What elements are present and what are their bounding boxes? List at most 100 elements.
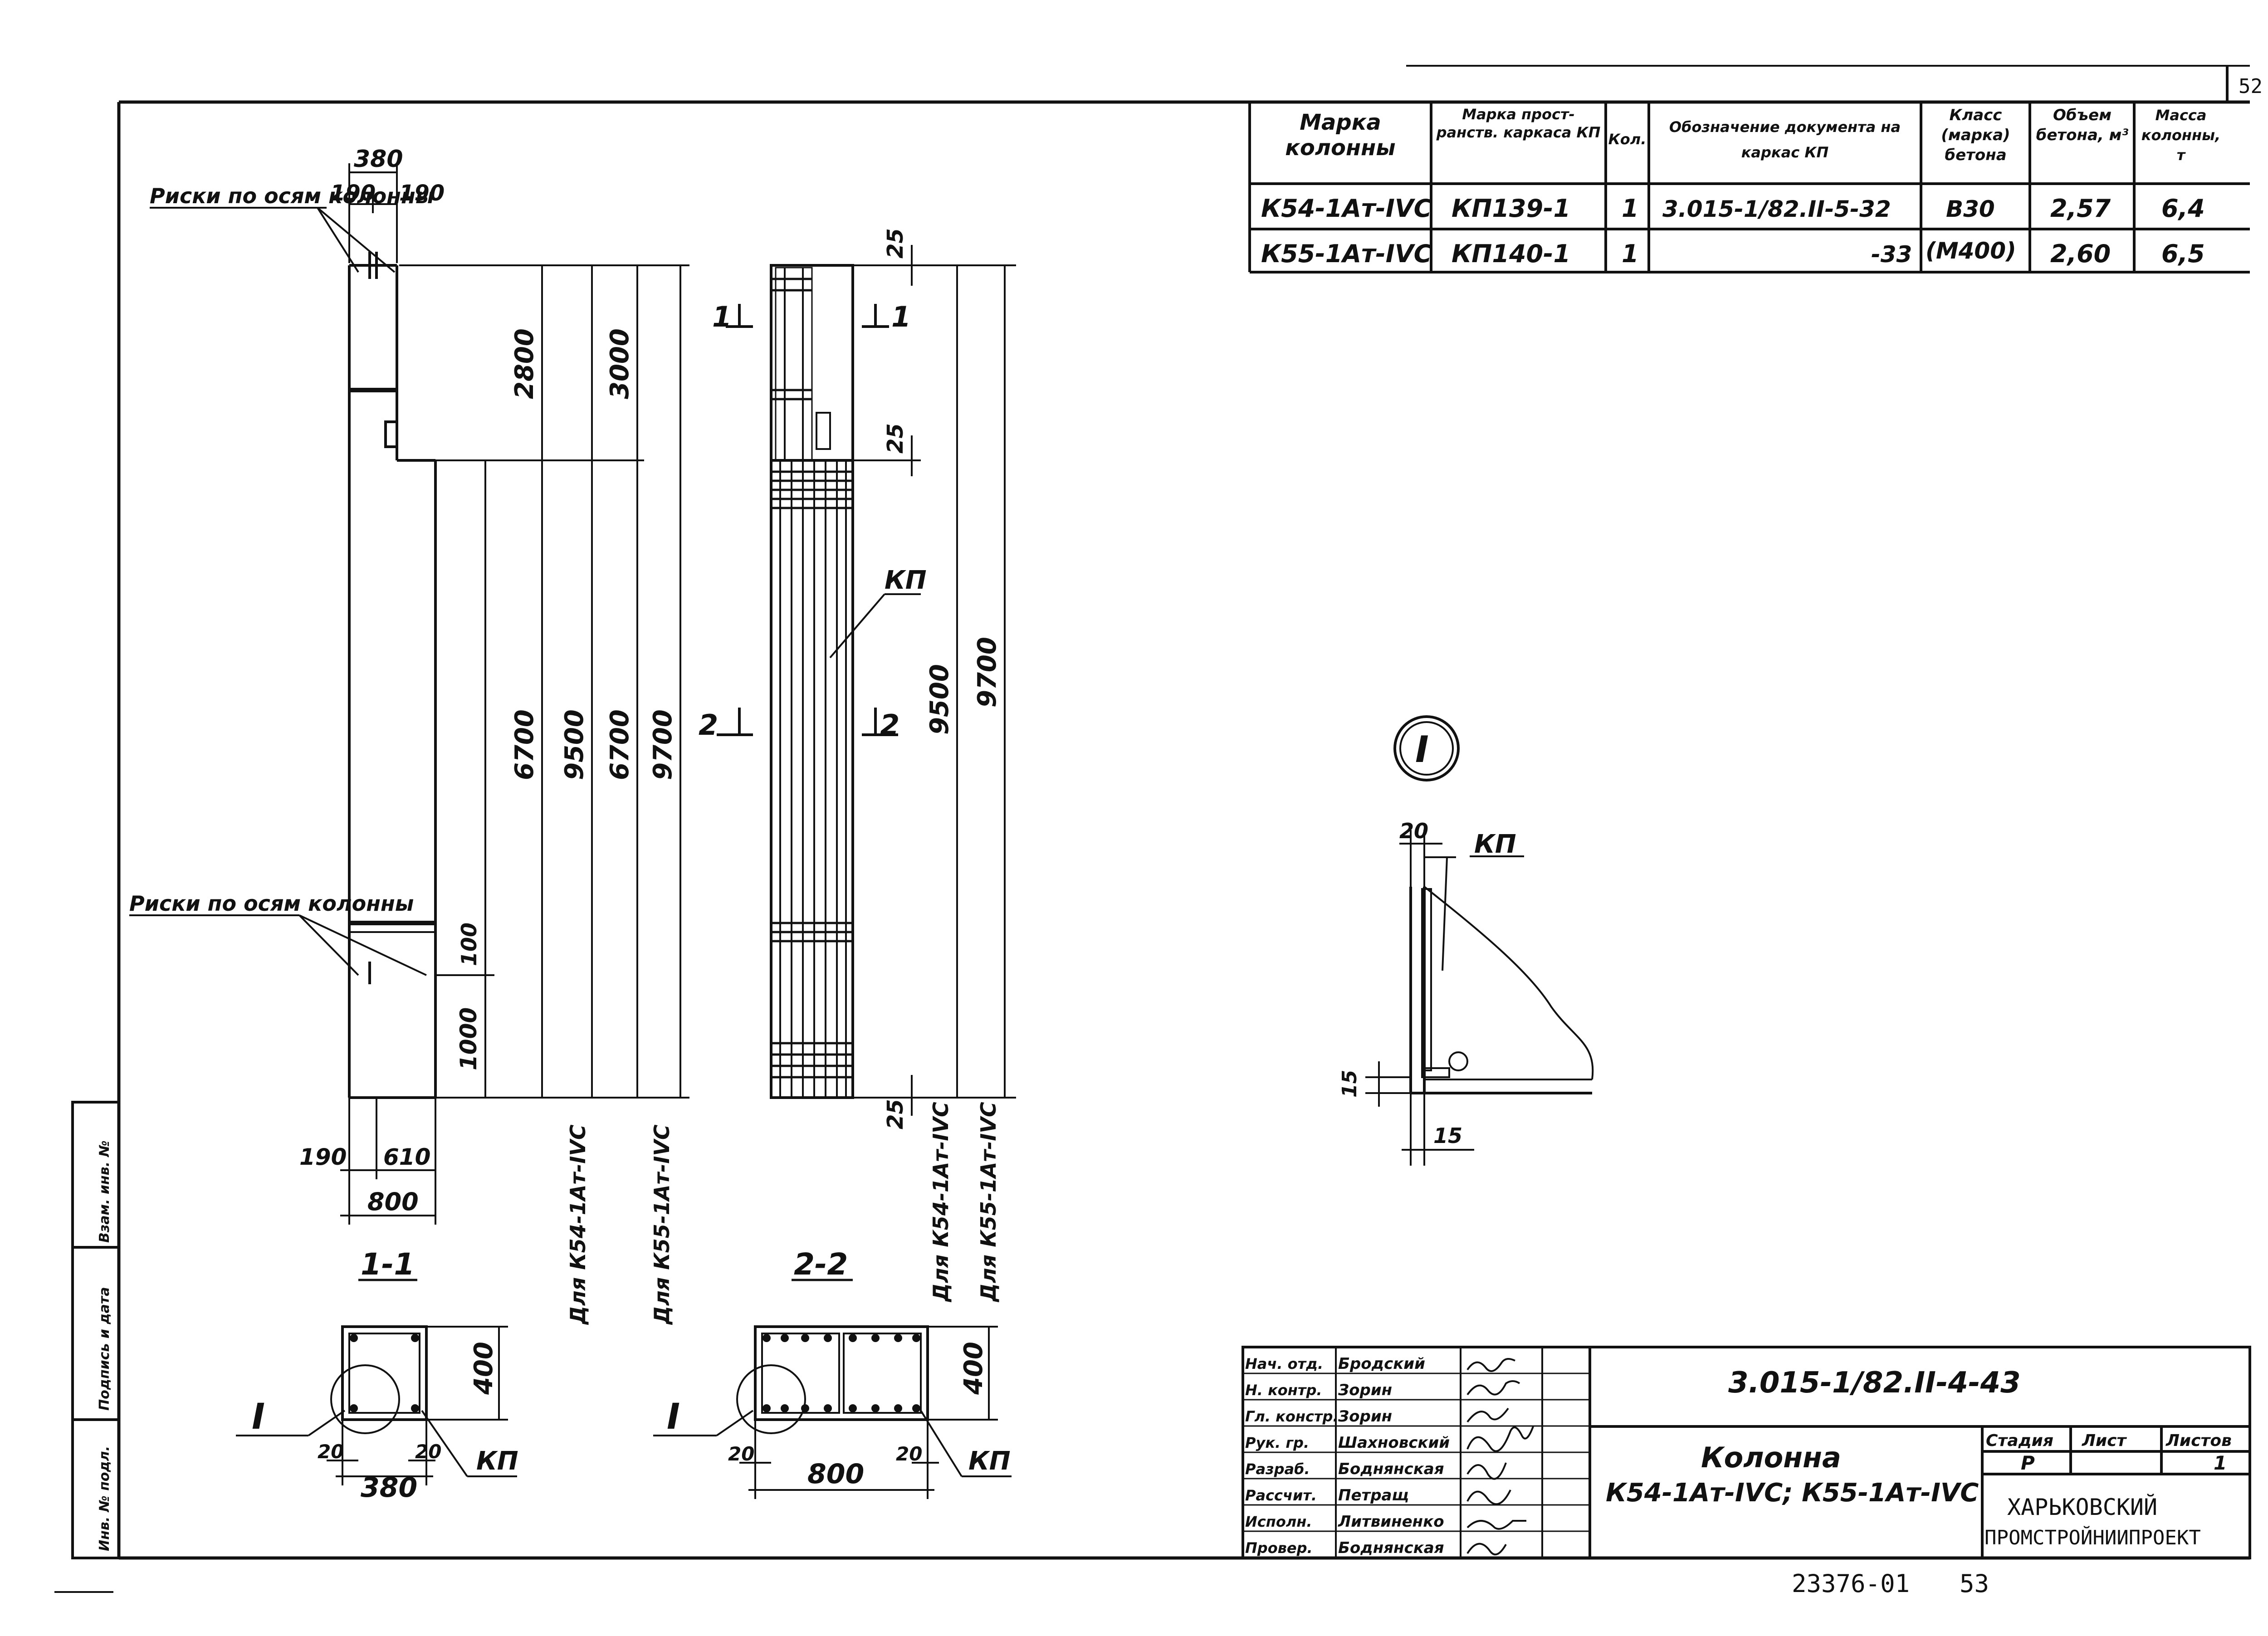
detail-dim-15-vertical: 15 <box>1338 1070 1361 1098</box>
cell-column-mark: К54-1Ат-IVС <box>1261 194 1432 223</box>
role-developer: Разраб. <box>1245 1460 1310 1478</box>
table-row: К55-1Ат-IVС КП140-1 1 -33 (М400) 2,60 6,… <box>1261 238 2205 268</box>
detail-I: I 20 КП 15 15 <box>1338 715 1594 1166</box>
role-calculated: Рассчит. <box>1245 1487 1317 1504</box>
cell-cage-mark: КП140-1 <box>1452 239 1570 268</box>
section-2-dim-20-left: 20 <box>728 1443 754 1465</box>
cell-mass: 6,4 <box>2161 194 2205 223</box>
drawing-title-line2: К54-1Ат-IVС; К55-1Ат-IVС <box>1606 1478 1979 1508</box>
section-mark-1-right: 1 <box>891 300 911 333</box>
cell-volume: 2,57 <box>2050 194 2111 223</box>
cell-qty: 1 <box>1622 239 1639 268</box>
dim-800: 800 <box>367 1187 419 1216</box>
section-1-1: 1-1 400 20 20 380 КП I <box>236 1247 518 1504</box>
section-1-dim-20-left: 20 <box>318 1441 344 1463</box>
section-1-kp-label: КП <box>476 1446 518 1476</box>
section-mark-2-left: 2 <box>699 708 718 742</box>
header-cage-mark: Марка прост-ранств. каркаса КП <box>1436 106 1601 141</box>
note-axis-risks-top: Риски по осям колонны <box>150 184 434 208</box>
stamp-field-inv: Взам. инв. № <box>97 1140 112 1243</box>
cage-kp-label: КП <box>885 566 927 595</box>
name-group-lead: Шахновский <box>1338 1434 1450 1452</box>
title-block: Нач. отд. Н. контр. Гл. констр. Рук. гр.… <box>1242 1346 2251 1559</box>
header-concrete-class: Класс (марка) бетона <box>1941 106 2010 164</box>
stamp-field-podl: Инв. № подл. <box>97 1446 112 1551</box>
header-mass: Масса колонны, т <box>2141 107 2221 164</box>
section-mark-2-right: 2 <box>880 708 899 742</box>
page-number: 53 <box>1960 1569 1989 1598</box>
header-volume: Объем бетона, м³ <box>2036 106 2129 144</box>
doc-code: 3.015-1/82.II-4-43 <box>1728 1366 2021 1400</box>
role-executor: Исполн. <box>1245 1513 1312 1530</box>
dim-190-left: 190 <box>330 181 376 206</box>
dim-9500: 9500 <box>560 709 589 780</box>
name-calculated: Петращ <box>1338 1486 1409 1504</box>
page-corner-number: 52 <box>2239 75 2263 98</box>
cage-dim-25-mid: 25 <box>883 423 908 454</box>
dim-190-bottom: 190 <box>299 1144 347 1170</box>
detail-kp-label: КП <box>1474 830 1516 859</box>
stamp-field-sign: Подпись и дата <box>97 1287 112 1411</box>
role-head: Нач. отд. <box>1245 1355 1323 1372</box>
section-2-node-mark: I <box>667 1397 680 1437</box>
role-chief-designer: Гл. констр. <box>1245 1408 1339 1425</box>
name-chief-designer: Зорин <box>1338 1407 1392 1426</box>
section-1-node-mark: I <box>252 1397 265 1437</box>
name-head: Бродский <box>1338 1355 1425 1373</box>
section-1-dim-380: 380 <box>361 1472 417 1504</box>
dim-6700-b: 6700 <box>605 709 635 780</box>
section-2-dim-20-right: 20 <box>896 1443 922 1465</box>
section-1-dim-400: 400 <box>469 1342 499 1395</box>
header-doc: Обозначение документа на каркас КП <box>1669 118 1901 161</box>
header-column-mark: Марка колонны <box>1285 110 1396 161</box>
org-line2: ПРОМСТРОЙНИИПРОЕКТ <box>1984 1525 2201 1549</box>
detail-dim-20: 20 <box>1399 819 1428 843</box>
reinforcement-cage: 1 1 2 2 КП 25 25 9500 9700 25 Для К54-1А… <box>699 228 1016 1303</box>
stage-value: Р <box>2021 1452 2035 1474</box>
spec-table: 52 Марка колонны Марка прост-ранств. кар… <box>1248 66 2263 273</box>
cell-doc: 3.015-1/82.II-5-32 <box>1662 196 1891 222</box>
note-axis-risks-bottom: Риски по осям колонны <box>129 891 414 916</box>
role-norm-control: Н. контр. <box>1245 1382 1322 1399</box>
cell-cage-mark: КП139-1 <box>1452 194 1570 223</box>
cage-dim-9700: 9700 <box>973 637 1002 708</box>
section-mark-1-left: 1 <box>712 300 732 333</box>
section-2-dim-800: 800 <box>807 1458 864 1490</box>
sheets-label: Листов <box>2165 1431 2232 1450</box>
cell-volume: 2,60 <box>2050 239 2111 268</box>
name-developer: Боднянская <box>1338 1460 1444 1478</box>
archive-number: 23376-01 <box>1792 1569 1910 1598</box>
detail-dim-15-horizontal: 15 <box>1433 1123 1462 1148</box>
org-line1: ХАРЬКОВСКИЙ <box>2007 1494 2157 1520</box>
cell-doc: -33 <box>1871 241 1912 268</box>
column-elevation: 380 190 190 Риски по осям колонны Риски … <box>129 146 689 1325</box>
cage-label-for-k54: Для К54-1Ат-IVС <box>929 1102 953 1303</box>
dim-3000: 3000 <box>605 328 635 399</box>
detail-mark: I <box>1415 728 1429 771</box>
stage-label: Стадия <box>1986 1431 2053 1450</box>
section-2-kp-label: КП <box>968 1446 1011 1476</box>
section-1-1-title: 1-1 <box>361 1247 415 1282</box>
dim-190-right: 190 <box>399 181 445 206</box>
role-group-lead: Рук. гр. <box>1245 1434 1309 1451</box>
cage-dim-25-top: 25 <box>883 228 908 259</box>
cage-label-for-k55: Для К55-1Ат-IVС <box>976 1102 1001 1303</box>
name-checker: Боднянская <box>1338 1539 1444 1557</box>
dim-610: 610 <box>383 1144 430 1170</box>
role-checker: Провер. <box>1245 1539 1313 1557</box>
left-stamp: Взам. инв. № Подпись и дата Инв. № подл. <box>71 1101 120 1559</box>
sheets-value: 1 <box>2214 1452 2227 1474</box>
cell-qty: 1 <box>1622 194 1639 223</box>
name-executor: Литвиненко <box>1338 1513 1444 1531</box>
sheet-label: Лист <box>2082 1431 2127 1450</box>
name-norm-control: Зорин <box>1338 1381 1392 1399</box>
cell-concrete-class: В30 <box>1946 196 1995 222</box>
dim-380: 380 <box>354 146 403 173</box>
section-1-dim-20-right: 20 <box>415 1441 441 1463</box>
footer: 23376-01 53 <box>54 1569 1989 1598</box>
label-for-k55: Для К55-1Ат-IVС <box>650 1124 674 1325</box>
table-row: К54-1Ат-IVС КП139-1 1 3.015-1/82.II-5-32… <box>1261 194 2205 223</box>
dim-2800: 2800 <box>510 328 539 399</box>
cell-mass: 6,5 <box>2161 239 2205 268</box>
